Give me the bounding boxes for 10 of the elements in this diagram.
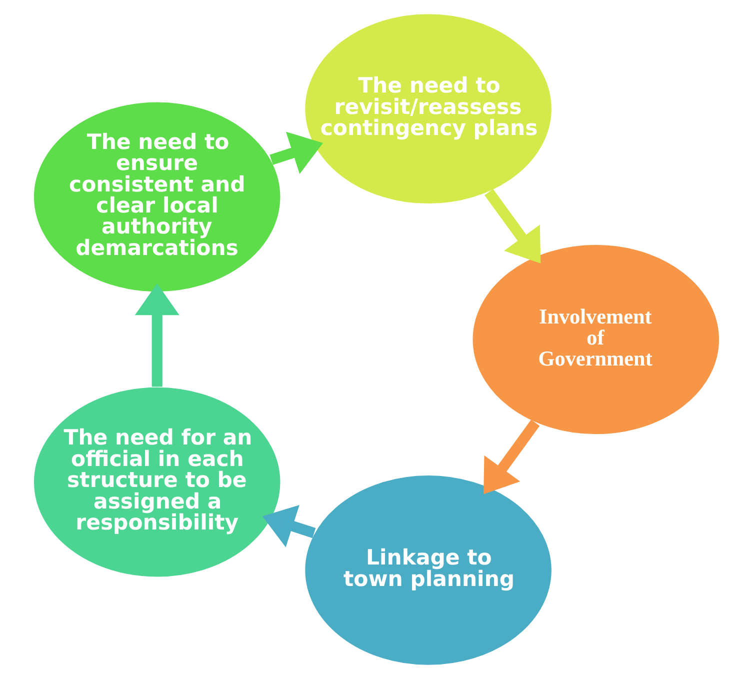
node-ellipse: The need to revisit/reassess contingency plans [303,12,552,205]
arrow [269,132,322,174]
node-ellipse: The need for an official in each structure to be assigned a responsibility [32,386,282,578]
node-ellipse: Linkage to town planning [303,474,552,666]
arrow [483,420,540,494]
arrow [262,504,316,548]
node-ellipse: The need to ensure consistent and clear local authority demarcations [32,100,282,293]
arrow [134,283,179,387]
arrow [484,188,540,264]
node-ellipse: Involvement of Government [470,244,720,436]
